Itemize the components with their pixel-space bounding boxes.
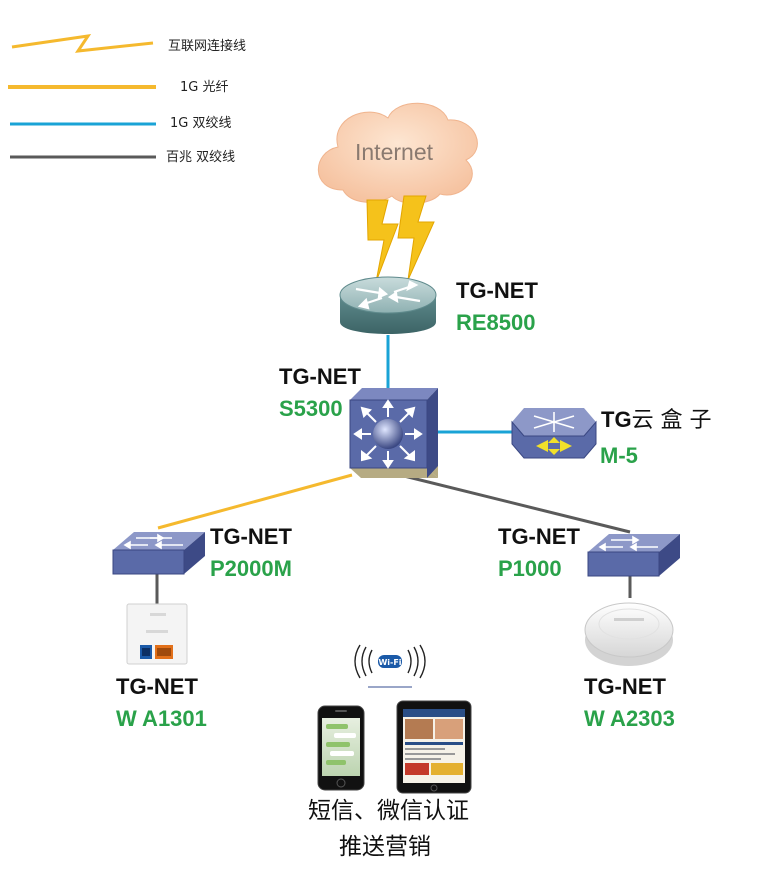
svg-text:Wi-Fi: Wi-Fi: [378, 658, 401, 667]
clients-caption-line2: 推送营销: [339, 834, 431, 860]
right-ap-icon: [584, 602, 674, 666]
left-ap-icon: [126, 603, 188, 665]
router-brand: TG-NET: [456, 278, 538, 303]
core-switch-icon: [349, 388, 438, 478]
legend-fiber-label: 1G 光纤: [180, 80, 229, 95]
wifi-signal-icon: Wi-Fi: [354, 644, 426, 688]
cloud-box-model: M-5: [600, 443, 638, 468]
tablet-icon: [396, 700, 472, 794]
left-switch-icon: [112, 532, 205, 575]
lightning-bolt-right: [397, 195, 435, 281]
core-switch-model: S5300: [279, 396, 343, 421]
legend: [8, 34, 156, 159]
left-ap-model: W A1301: [116, 706, 207, 731]
clients-caption-line1: 短信、微信认证: [308, 798, 469, 824]
right-ap-model: W A2303: [584, 706, 675, 731]
legend-internet-line: [11, 34, 154, 53]
internet-label: Internet: [355, 139, 433, 165]
left-switch-model: P2000M: [210, 556, 292, 581]
right-switch-brand: TG-NET: [498, 524, 580, 549]
lightning-bolt-left: [366, 199, 399, 283]
cloud-box-suffix: 云 盒 子: [631, 408, 712, 433]
smartphone-icon: [317, 705, 365, 791]
left-ap-brand: TG-NET: [116, 674, 198, 699]
legend-twisted-1g-label: 1G 双绞线: [170, 116, 232, 131]
internet-cloud: [317, 102, 478, 204]
lightning-bolts: [366, 195, 435, 283]
legend-internet-label: 互联网连接线: [168, 39, 247, 54]
right-switch-icon: [587, 534, 680, 577]
cloud-box-title: TG云 盒 子: [601, 409, 712, 432]
cloud-box-brand: TG: [601, 407, 632, 432]
cloud-box-icon: [511, 408, 597, 459]
router-icon: [339, 276, 437, 334]
router-model: RE8500: [456, 310, 536, 335]
right-switch-model: P1000: [498, 556, 562, 581]
link-core-left-switch: [157, 473, 353, 530]
right-ap-brand: TG-NET: [584, 674, 666, 699]
core-switch-brand: TG-NET: [279, 364, 361, 389]
legend-twisted-100m-label: 百兆 双绞线: [166, 150, 236, 165]
left-switch-brand: TG-NET: [210, 524, 292, 549]
link-core-right-switch: [399, 473, 631, 534]
links: [155, 335, 632, 605]
